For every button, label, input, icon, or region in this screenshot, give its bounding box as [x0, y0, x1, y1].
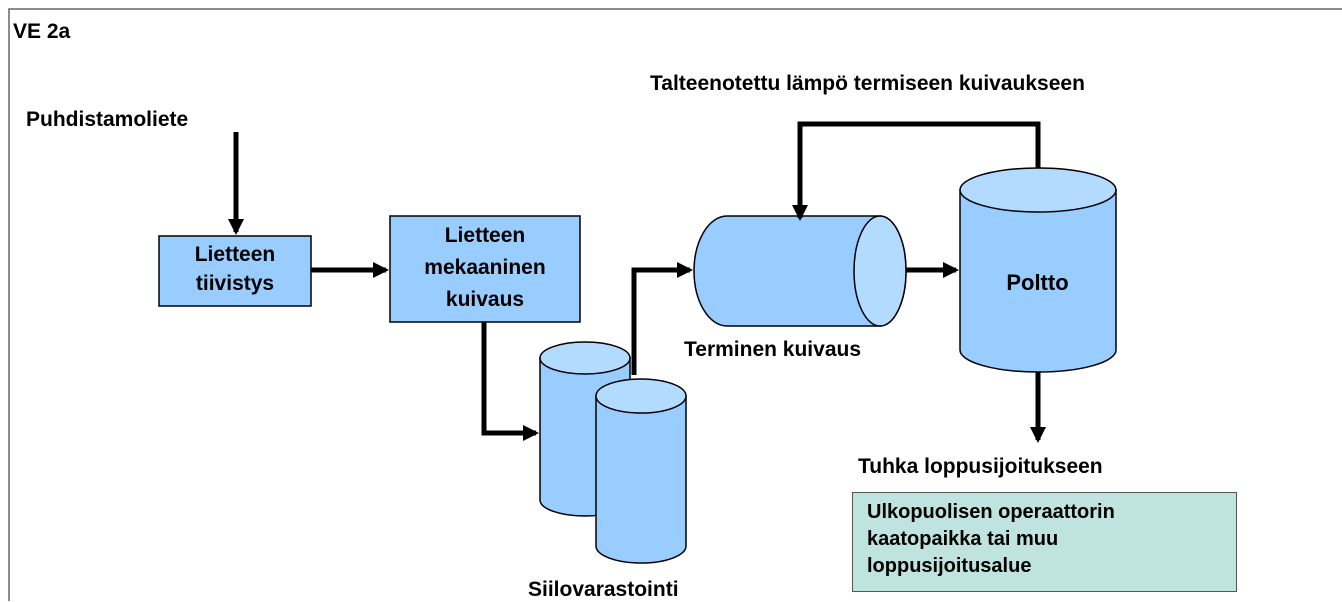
thickening-box [158, 235, 312, 307]
silo-storage-label: Siilovarastointi [528, 578, 679, 601]
heat-recovery-label: Talteenotettu lämpö termiseen kuivauksee… [650, 72, 1085, 95]
mechanical-drying-label: Lietteen mekaaninen kuivaus [424, 224, 546, 311]
disposal-site-box: Ulkopuolisen operaattorin kaatopaikka ta… [852, 492, 1237, 592]
disposal-site-label: Ulkopuolisen operaattorin kaatopaikka ta… [867, 501, 1115, 577]
thermal-dryer-vessel [693, 215, 907, 327]
silo-2 [595, 378, 687, 564]
mechanical-drying-box [389, 215, 581, 323]
thickening-label: Lietteen tiivistys [194, 243, 276, 295]
combustion-vessel [959, 167, 1117, 373]
arrow-heat-recovery [792, 121, 1041, 221]
arrow-mechanical-to-silo [481, 322, 539, 441]
arrow-silo-to-thermal-dryer [631, 262, 693, 375]
diagram-border [8, 8, 1342, 601]
thermal-drying-label: Terminen kuivaus [684, 338, 862, 361]
input-label: Puhdistamoliete [26, 108, 189, 131]
diagram-title: VE 2a [13, 20, 71, 43]
combustion-label: Poltto [1006, 270, 1069, 295]
ash-disposal-label: Tuhka loppusijoitukseen [858, 455, 1103, 478]
